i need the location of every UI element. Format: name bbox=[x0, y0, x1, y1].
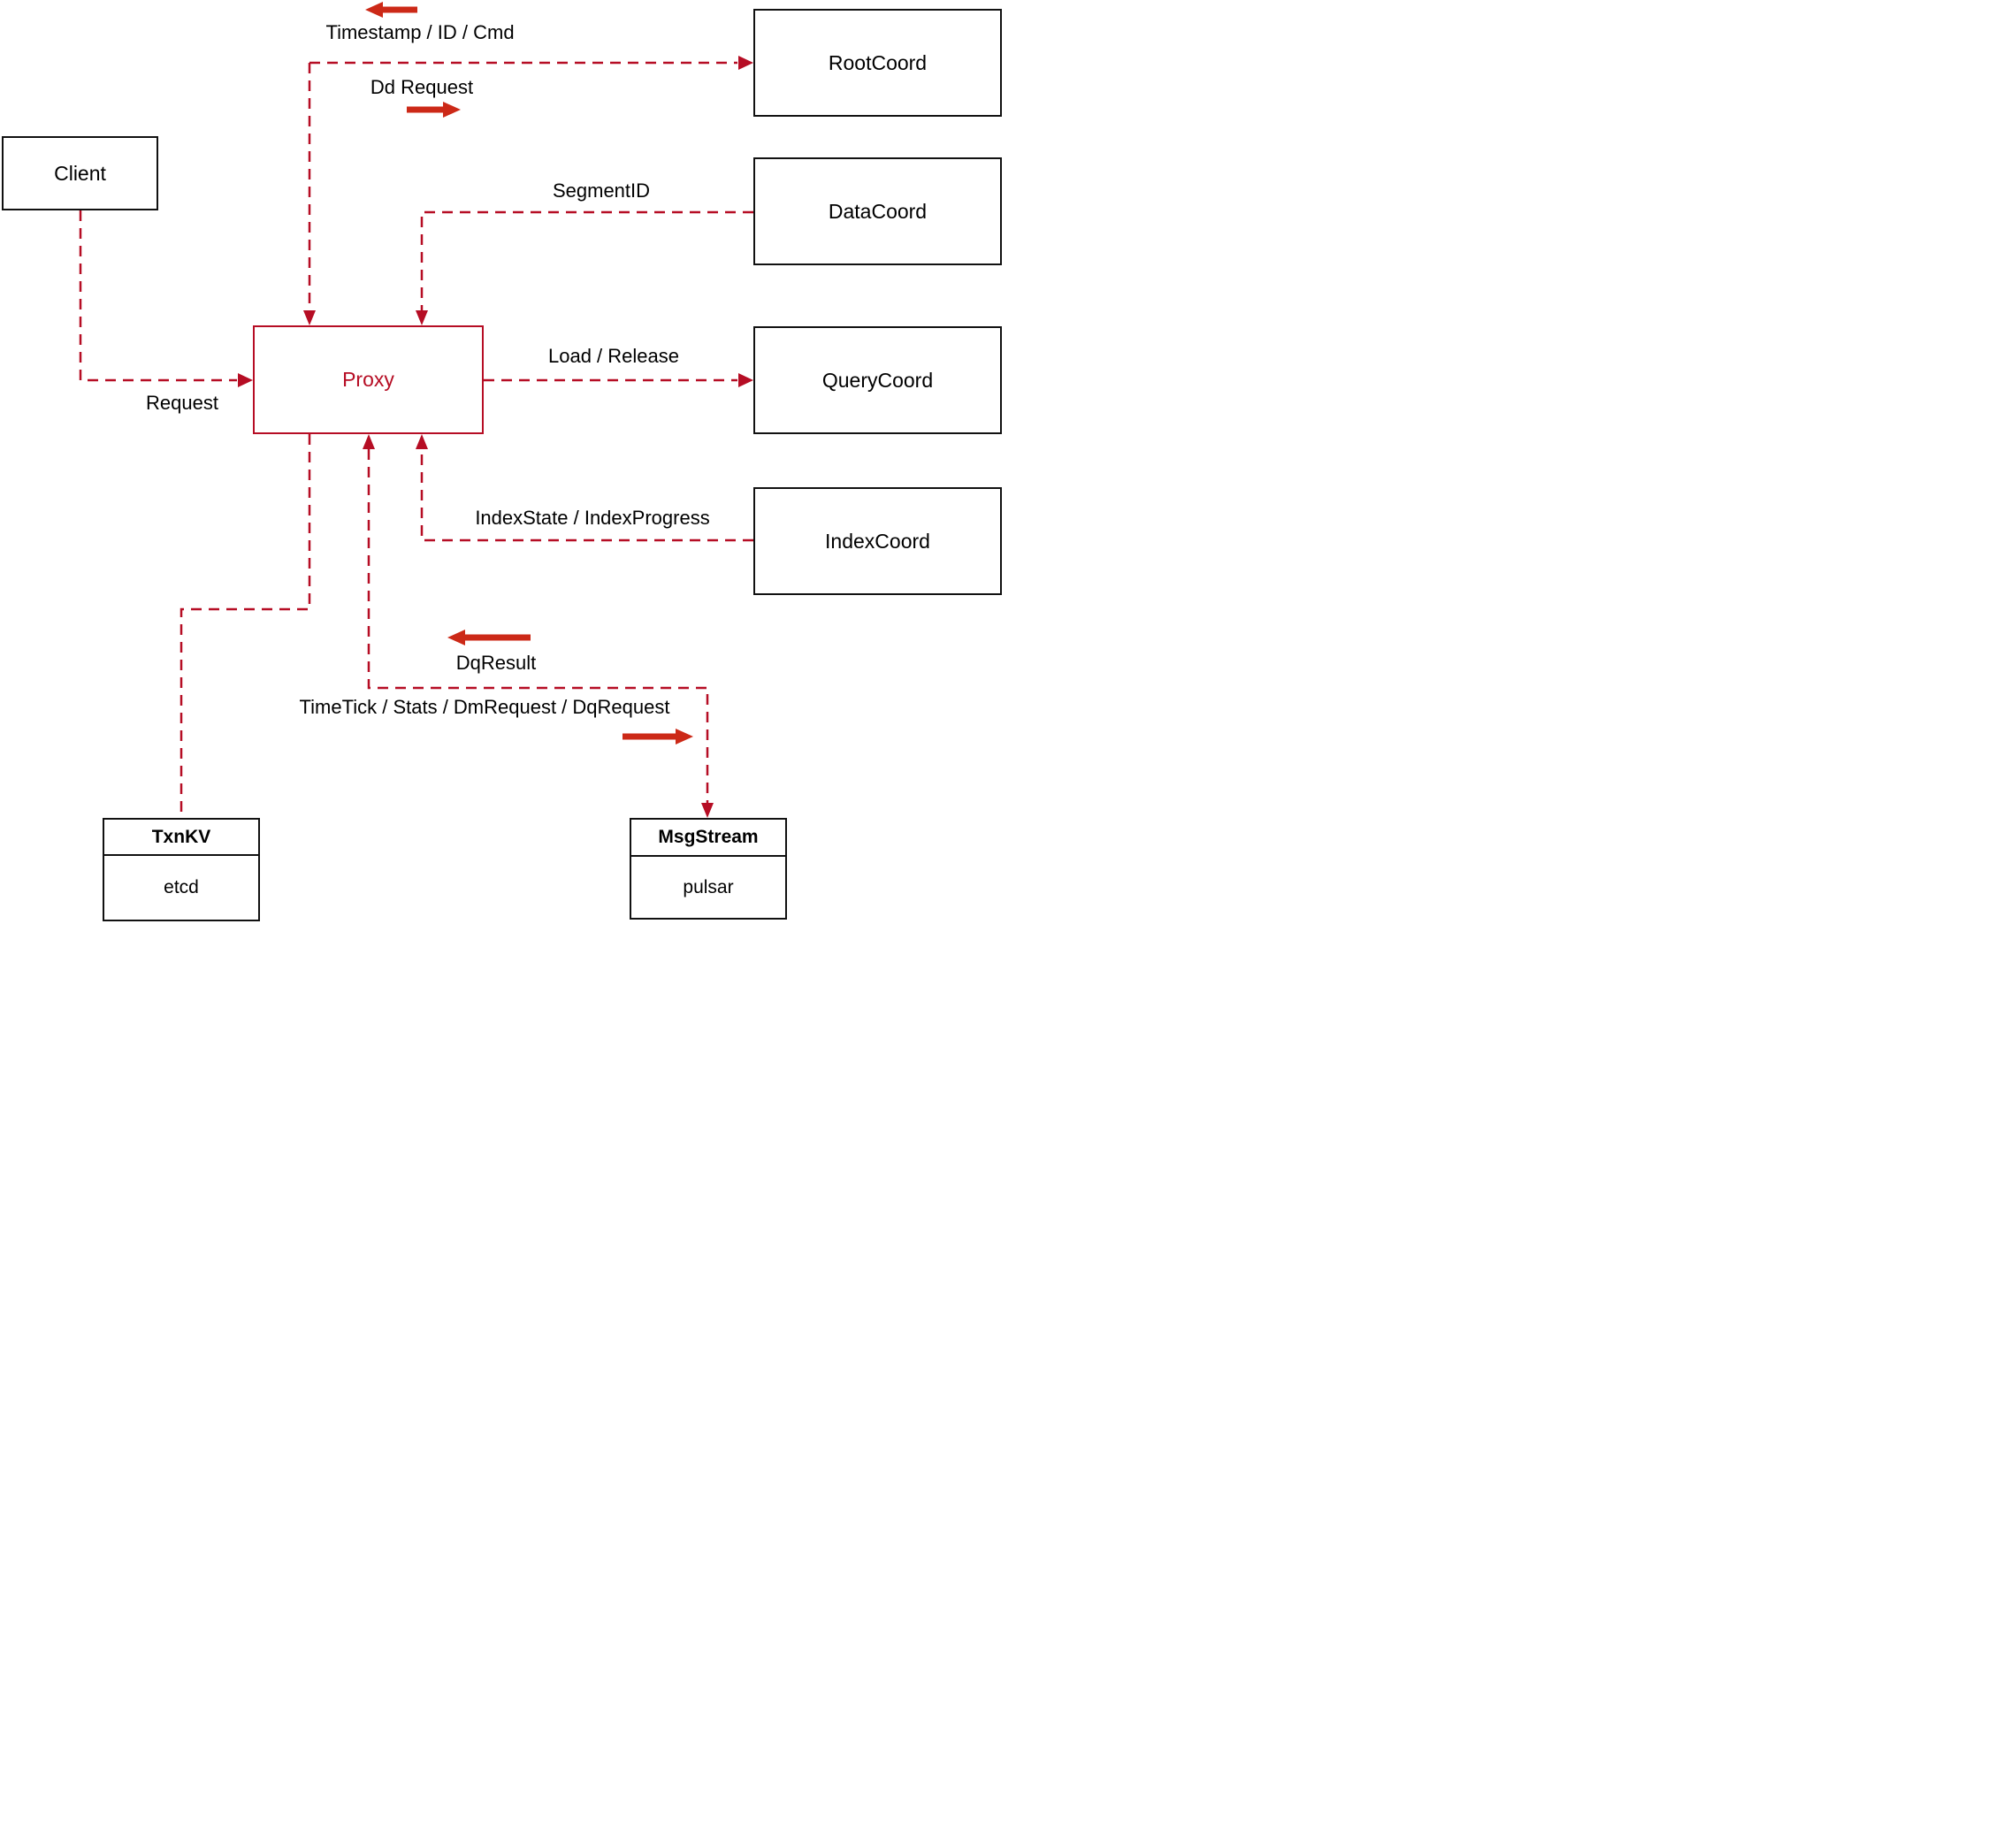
arrowhead-into-proxy-top-left bbox=[303, 310, 316, 325]
direction-arrow-right-dd-request bbox=[407, 102, 461, 118]
edge-client-to-proxy bbox=[79, 210, 237, 382]
direction-arrow-left-dqresult bbox=[447, 630, 531, 645]
edge-indexcoord-to-proxy bbox=[420, 449, 753, 542]
edge-proxy-to-txnkv bbox=[180, 434, 311, 818]
edge-label-segmentid: SegmentID bbox=[552, 179, 651, 202]
node-querycoord: QueryCoord bbox=[753, 326, 1002, 434]
edge-label-request: Request bbox=[146, 392, 218, 414]
arrowhead-into-proxy-left bbox=[238, 373, 253, 387]
edge-label-dd-request: Dd Request bbox=[370, 76, 474, 98]
arrowhead-into-proxy-bottom-middle bbox=[363, 434, 375, 449]
arrowhead-into-rootcoord bbox=[738, 56, 753, 70]
arrowhead-into-msgstream bbox=[701, 803, 714, 818]
direction-arrow-left-timestamp bbox=[365, 2, 417, 18]
arrowhead-into-querycoord bbox=[738, 373, 753, 387]
arrowhead-into-proxy-top-right bbox=[416, 310, 428, 325]
node-proxy-label: Proxy bbox=[342, 368, 394, 391]
arrowhead-into-proxy-bottom-right bbox=[416, 434, 428, 449]
node-indexcoord: IndexCoord bbox=[753, 487, 1002, 595]
connector-layer bbox=[79, 2, 753, 818]
architecture-diagram: Client Proxy RootCoord DataCoord QueryCo… bbox=[0, 0, 1004, 924]
node-proxy: Proxy bbox=[253, 325, 484, 434]
edge-datacoord-to-proxy bbox=[420, 210, 753, 310]
node-datacoord: DataCoord bbox=[753, 157, 1002, 265]
node-datacoord-label: DataCoord bbox=[828, 199, 928, 223]
node-msgstream-impl: pulsar bbox=[683, 876, 734, 897]
node-client: Client bbox=[2, 136, 158, 210]
node-txnkv: TxnKV etcd bbox=[103, 818, 260, 921]
node-rootcoord-label: RootCoord bbox=[828, 50, 928, 74]
node-msgstream-title: MsgStream bbox=[631, 820, 785, 857]
edge-label-dqresult: DqResult bbox=[455, 652, 537, 674]
edge-proxy-msgstream bbox=[367, 449, 709, 803]
edge-label-indexstate-indexprogress: IndexState / IndexProgress bbox=[475, 507, 710, 529]
edge-label-timetick-stats-dmrequest-dqrequest: TimeTick / Stats / DmRequest / DqRequest bbox=[299, 696, 670, 718]
node-msgstream: MsgStream pulsar bbox=[630, 818, 787, 920]
direction-arrow-right-timetick bbox=[623, 729, 693, 745]
node-indexcoord-label: IndexCoord bbox=[825, 529, 930, 553]
node-txnkv-title: TxnKV bbox=[104, 820, 258, 856]
node-rootcoord: RootCoord bbox=[753, 9, 1002, 117]
node-client-label: Client bbox=[54, 161, 106, 185]
edge-label-timestamp-id-cmd: Timestamp / ID / Cmd bbox=[325, 21, 515, 43]
node-querycoord-label: QueryCoord bbox=[821, 368, 934, 392]
node-txnkv-impl: etcd bbox=[164, 877, 199, 897]
edge-label-load-release: Load / Release bbox=[548, 345, 679, 367]
